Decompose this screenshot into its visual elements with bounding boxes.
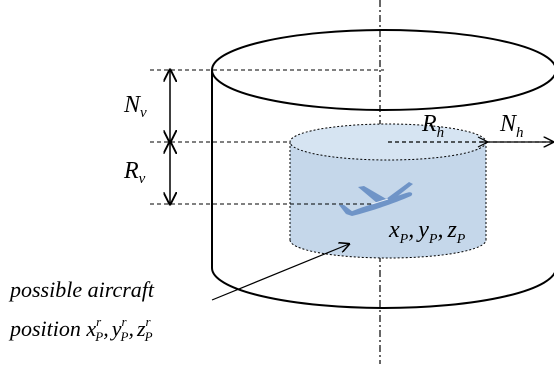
aircraft-icon — [339, 182, 413, 216]
aircraft-position-label: xP,yP,zP — [388, 217, 466, 247]
inner-cylinder-bottom — [289, 239, 487, 259]
rh-arrowhead-icon — [477, 136, 490, 148]
rv-label: Rv — [123, 158, 146, 187]
rh-label: Rh — [421, 111, 444, 141]
position-pointer-arrow — [211, 244, 349, 301]
nh-label: Nh — [499, 111, 524, 141]
outer-cylinder-bottom — [211, 267, 554, 309]
caption-line-1: possible aircraft — [8, 277, 155, 302]
outer-cylinder — [211, 29, 554, 309]
nv-label: Nv — [123, 92, 147, 121]
